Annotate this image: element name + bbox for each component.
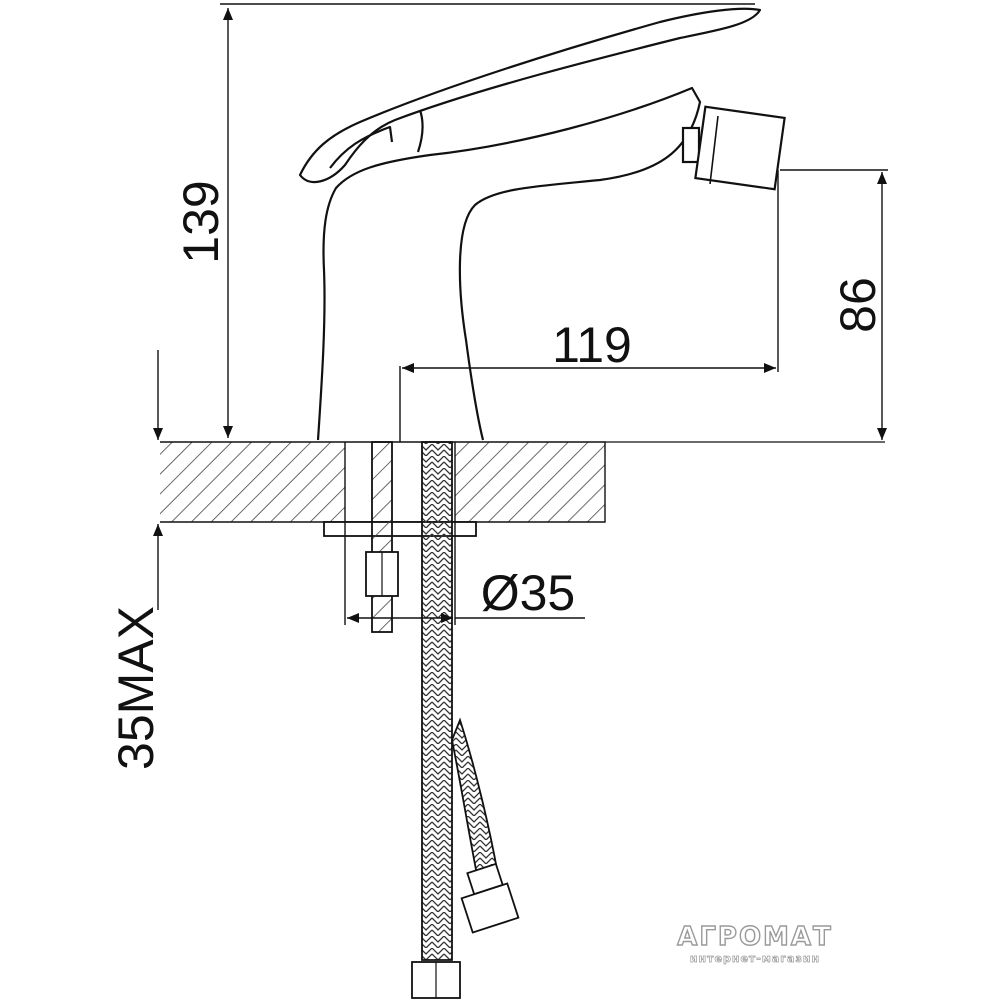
countertop-section bbox=[160, 441, 885, 523]
hose-main bbox=[421, 441, 453, 961]
mounting-hardware bbox=[323, 441, 477, 633]
nozzle-neck bbox=[681, 126, 701, 164]
faucet-body bbox=[316, 86, 702, 441]
faucet-inner-line bbox=[416, 109, 424, 153]
bidet-nozzle bbox=[681, 105, 786, 191]
nozzle-ring bbox=[709, 115, 719, 185]
hose-fitting-bent-collar bbox=[466, 862, 504, 896]
faucet-lever bbox=[298, 7, 762, 184]
dim-119-label: 119 bbox=[552, 317, 632, 373]
dim-86-label: 86 bbox=[830, 277, 886, 333]
watermark-subtitle: интернет-магазин bbox=[690, 952, 820, 965]
mounting-plate bbox=[323, 521, 477, 537]
dim-139-label: 139 bbox=[173, 180, 229, 263]
lever-inner-line bbox=[329, 125, 394, 169]
dim-35max-label: 35MAX bbox=[108, 606, 164, 770]
faucet-body-outline bbox=[316, 86, 702, 441]
threaded-stud bbox=[371, 441, 393, 633]
flexible-hoses bbox=[411, 441, 520, 999]
dim-35-label: Ø35 bbox=[481, 565, 576, 621]
dimension-lines bbox=[153, 3, 888, 625]
countertop-right-hatch bbox=[455, 442, 605, 522]
hose-fitting-bent bbox=[460, 882, 520, 934]
nozzle-head bbox=[694, 105, 786, 191]
watermark-logo: АГРОМАТ интернет-магазин bbox=[677, 921, 833, 965]
watermark-title: АГРОМАТ bbox=[677, 922, 833, 952]
hose-bent bbox=[451, 717, 500, 882]
countertop-left-hatch bbox=[160, 442, 345, 522]
